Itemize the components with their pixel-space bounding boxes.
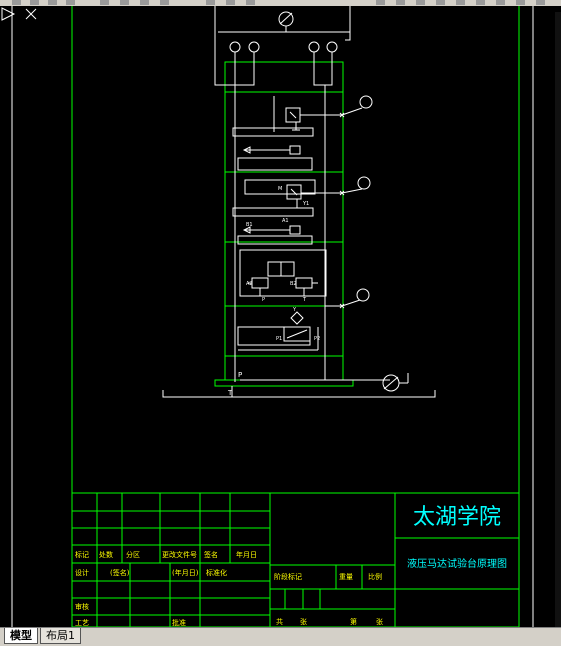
toolbar-button[interactable]: [140, 0, 149, 5]
header-cell: 处数: [99, 550, 113, 559]
stage-marks-label: 阶段标记: [274, 572, 302, 581]
header-cell: 分区: [126, 550, 140, 559]
header-cell: 标准化: [206, 568, 227, 577]
sheet-no2-label: 张: [376, 617, 383, 626]
tab-layout1[interactable]: 布局1: [40, 628, 81, 644]
toolbar-button[interactable]: [120, 0, 129, 5]
toolbar-button[interactable]: [436, 0, 445, 5]
sheet-no-label: 第: [350, 617, 357, 626]
header-cell: (签名): [110, 568, 130, 577]
layout-tab-bar: 模型 布局1: [0, 627, 561, 646]
toolbar-button[interactable]: [376, 0, 385, 5]
scale-label: 比例: [368, 572, 382, 581]
component-label: Y1: [302, 201, 309, 207]
toolbar-button[interactable]: [226, 0, 235, 5]
header-cell: 年月日: [236, 550, 257, 559]
hydraulic-schematic: P T M Y1 A1 B1 A2 B2 P T Y P1 P2: [11, 6, 534, 627]
toolbar-button[interactable]: [476, 0, 485, 5]
toolbar-button[interactable]: [396, 0, 405, 5]
toolbar-button[interactable]: [100, 0, 109, 5]
title-block-grid: [71, 492, 520, 627]
toolbar-button[interactable]: [160, 0, 169, 5]
component-label: A1: [282, 218, 289, 224]
component-label: B1: [246, 222, 253, 228]
component-label: M: [278, 186, 282, 192]
component-label: P: [262, 297, 265, 303]
toolbar-button[interactable]: [496, 0, 505, 5]
ucs-axis-icon: [1, 7, 37, 21]
component-label: B2: [290, 281, 297, 287]
header-cell: (年月日): [172, 568, 199, 577]
review-label: 审核: [75, 602, 89, 611]
toolbar-button[interactable]: [66, 0, 75, 5]
component-label: P1: [276, 336, 282, 342]
component-label: T: [302, 297, 307, 303]
toolbar-button[interactable]: [456, 0, 465, 5]
toolbar-button[interactable]: [48, 0, 57, 5]
diagram-labels: P T M Y1 A1 B1 A2 B2 P T Y P1 P2: [227, 186, 320, 397]
drawing-title: 液压马达试验台原理图: [407, 557, 507, 570]
title-block-headers: 标记 处数 分区 更改文件号 签名 年月日 设计 (签名) (年月日) 标准化 …: [75, 550, 383, 627]
component-label: Y: [292, 307, 297, 313]
toolbar-button[interactable]: [536, 0, 545, 5]
port-t-label: T: [227, 389, 233, 397]
component-label: P2: [314, 336, 320, 342]
toolbar-button[interactable]: [206, 0, 215, 5]
toolbar-button[interactable]: [30, 0, 39, 5]
header-cell: 更改文件号: [162, 550, 197, 559]
toolbar-button[interactable]: [416, 0, 425, 5]
component-label: A2: [246, 281, 253, 287]
process-label: 工艺: [75, 619, 89, 627]
header-cell: 标记: [75, 550, 89, 559]
sheet-label: 张: [300, 617, 307, 626]
drawing-canvas[interactable]: P T M Y1 A1 B1 A2 B2 P T Y P1 P2: [0, 6, 561, 633]
circuit-lines: [162, 6, 436, 398]
approve-label: 批准: [172, 618, 186, 627]
port-p-label: P: [238, 371, 242, 379]
tab-model[interactable]: 模型: [4, 628, 38, 644]
toolbar-button[interactable]: [12, 0, 21, 5]
toolbar-button[interactable]: [246, 0, 255, 5]
sheets-total-label: 共: [276, 617, 283, 626]
header-cell: 设计: [75, 568, 89, 577]
header-cell: 签名: [204, 550, 218, 559]
toolbar-button[interactable]: [516, 0, 525, 5]
weight-label: 重量: [339, 573, 353, 581]
drawing-frame: [11, 6, 534, 627]
school-name: 太湖学院: [413, 505, 501, 530]
vertical-scrollbar[interactable]: [555, 12, 561, 633]
